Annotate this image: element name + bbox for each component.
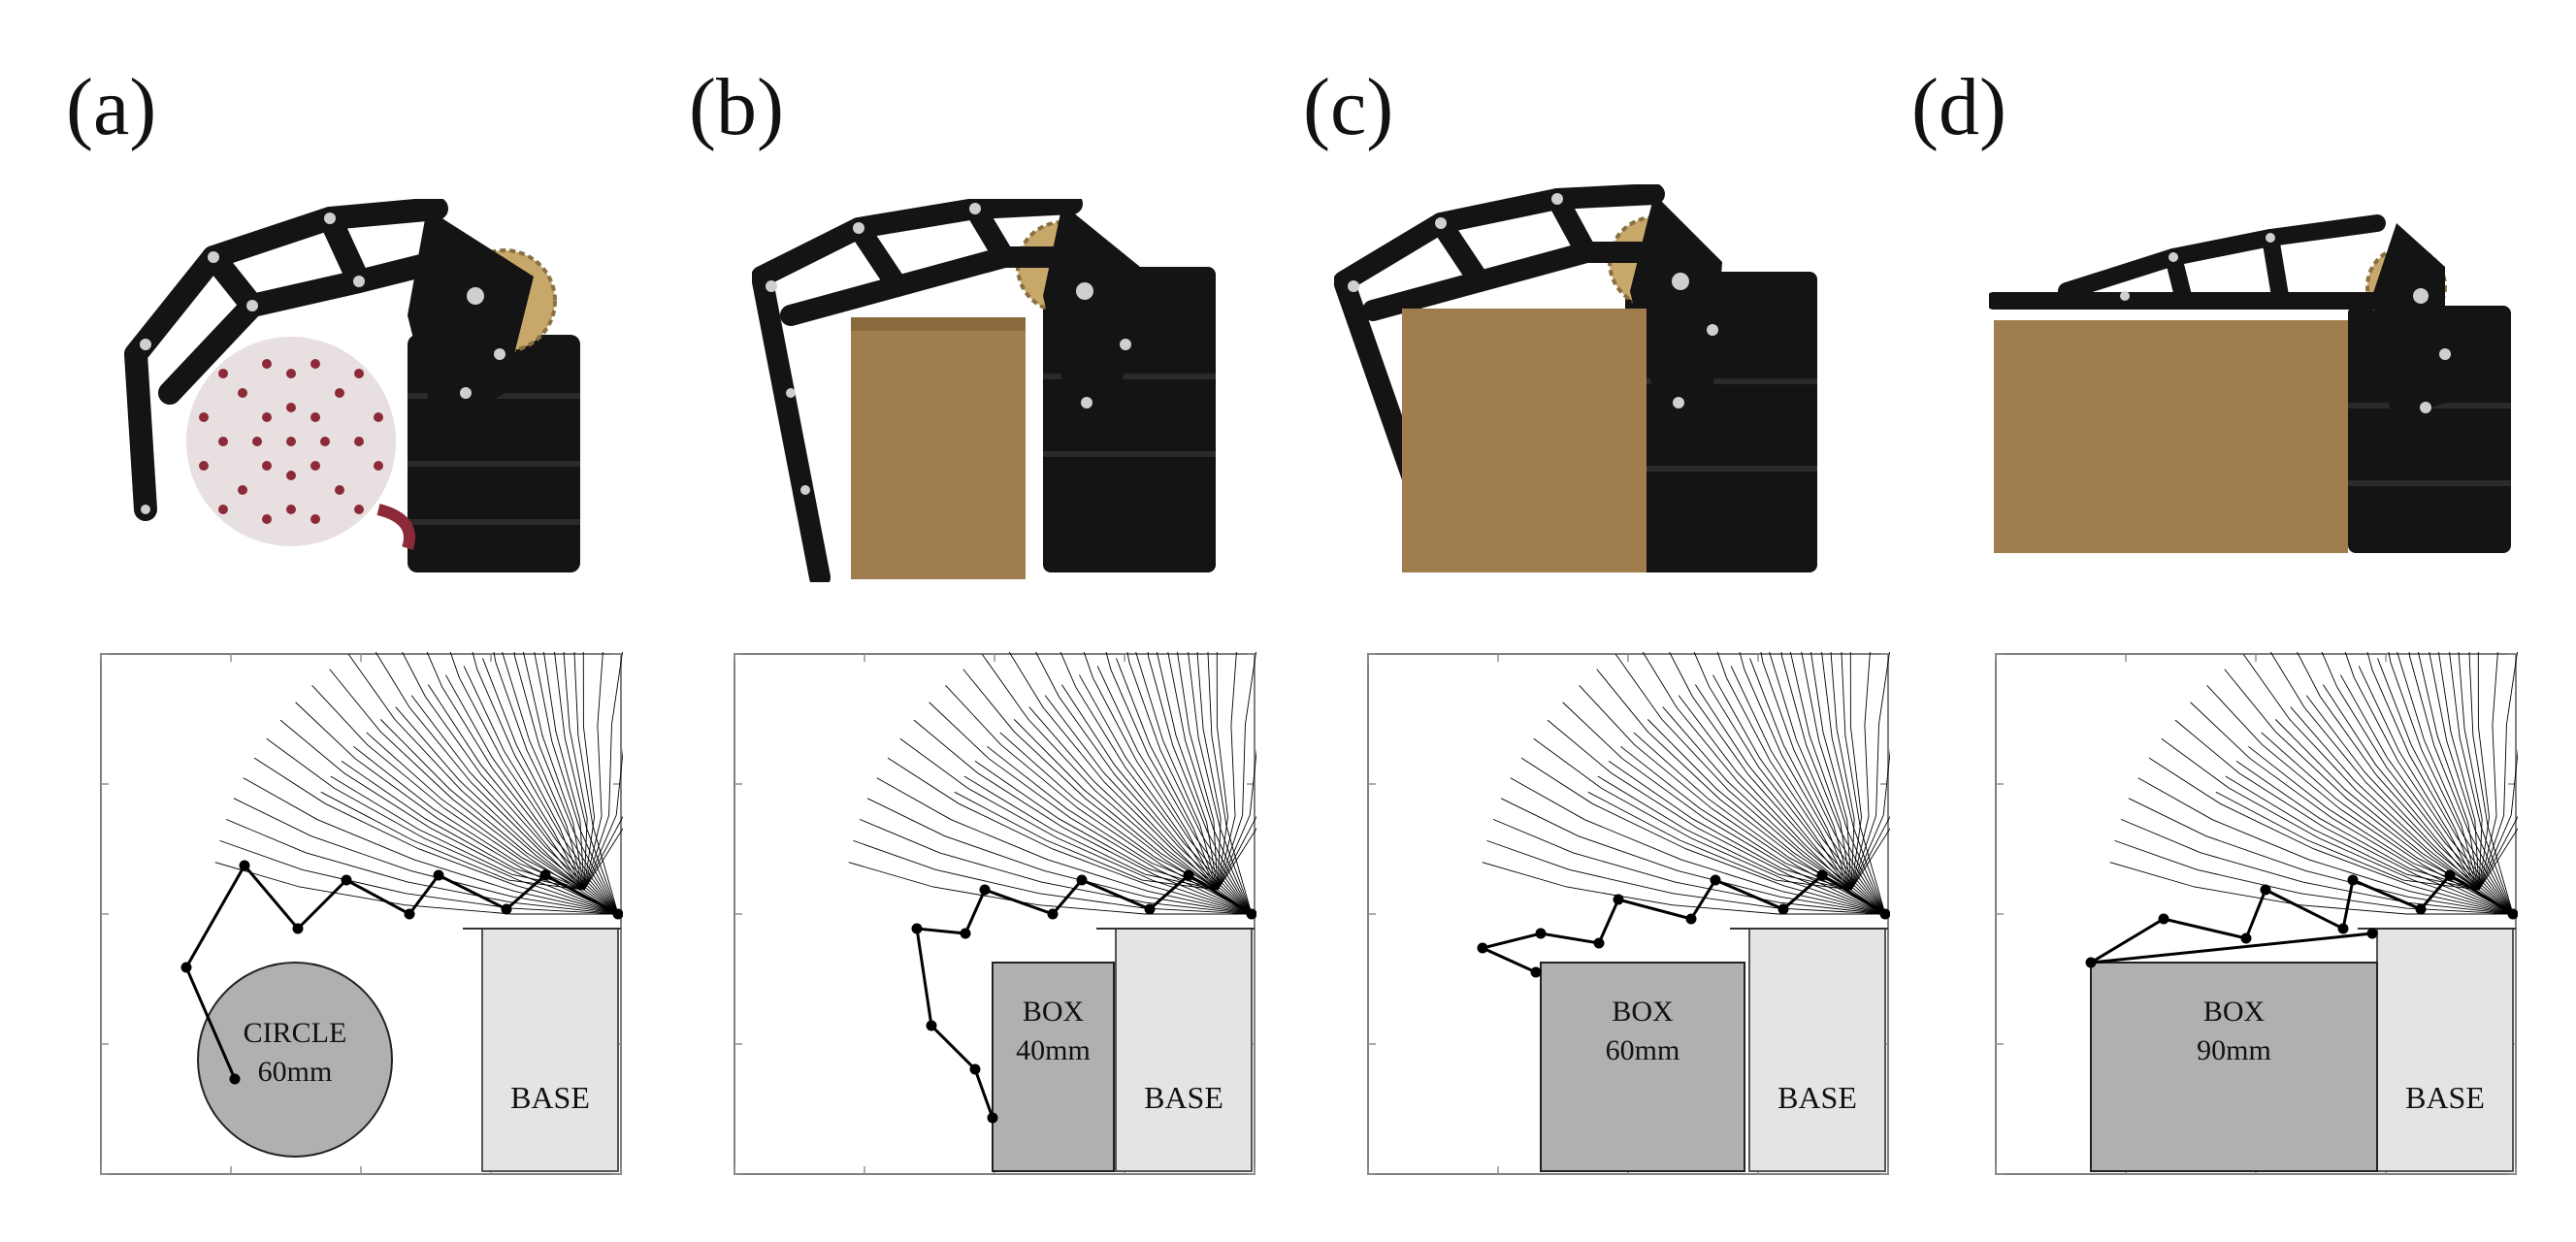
photo-gripper-box-60 [1334,184,1817,572]
base-block [1748,928,1886,1172]
object-label-line: BOX [2203,996,2266,1028]
sim-plot-c: BASE BOX 60mm [1367,652,1890,1175]
base-label: BASE [2405,1080,2485,1115]
disk-holes [199,359,383,524]
object-box [851,317,1026,579]
object-label-line: BOX [1023,996,1085,1028]
final-grasp-pose [911,869,1256,1124]
base-block [481,928,619,1172]
object-label-line: CIRCLE [244,1017,347,1049]
base-label: BASE [1144,1080,1223,1115]
base-block [2376,928,2514,1172]
rocker-plate [1630,194,1722,417]
panel-label-c: (c) [1303,62,1394,152]
photo-gripper-circle [124,199,580,572]
base-block [1115,928,1253,1172]
object-circle [197,962,393,1158]
photo-gripper-box-40 [752,199,1216,582]
linkage-sweep [214,652,623,915]
final-grasp-pose [2085,869,2518,968]
object-label-line: 40mm [1016,1034,1091,1066]
object-label-line: BOX [1612,996,1674,1028]
object-label-line: 60mm [1606,1034,1680,1066]
base-label: BASE [1777,1080,1857,1115]
photo-gripper-box-90 [1989,214,2511,553]
object-box [992,962,1115,1172]
panel-label-d: (d) [1911,62,2006,152]
object-box [1994,320,2348,553]
object-box [1540,962,1745,1172]
base-label: BASE [510,1080,590,1115]
rocker-plate [1043,204,1140,422]
final-grasp-pose [180,860,623,1085]
sim-plot-b: BASE BOX 40mm [734,652,1256,1175]
panel-label-a: (a) [66,62,157,152]
sim-plot-d: BASE BOX 90mm [1995,652,2518,1175]
rocker-plate [2372,223,2445,422]
object-box [1402,309,1647,572]
sim-plot-a: BASE CIRCLE 60mm [100,652,623,1175]
finger-linkage [1989,214,2425,310]
rocker-plate [408,209,534,432]
panel-label-b: (b) [689,62,784,152]
object-label-line: 90mm [2197,1034,2271,1066]
final-grasp-pose [1477,869,1890,978]
object-label-line: 60mm [258,1056,333,1088]
object-box [2090,962,2378,1172]
